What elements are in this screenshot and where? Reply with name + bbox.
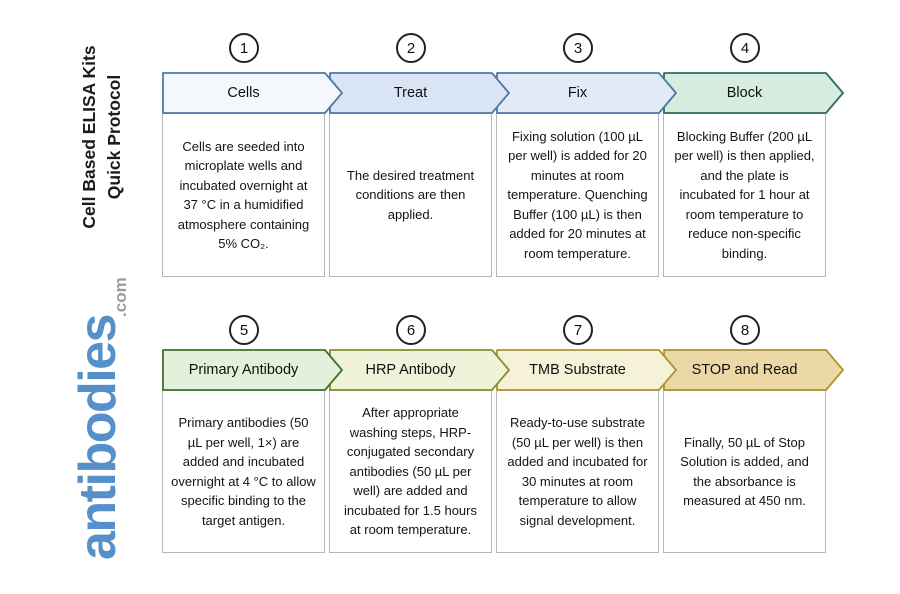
logo-suffix: .com: [111, 277, 130, 317]
step-5-label: Primary Antibody: [188, 362, 299, 378]
step-4-description: Blocking Buffer (200 µL per well) is the…: [674, 128, 815, 261]
step-7-description: Ready-to-use substrate (50 µL per well) …: [507, 415, 648, 528]
step-7-label: TMB Substrate: [529, 362, 626, 378]
step-6-description: After appropriate washing steps, HRP-con…: [344, 405, 477, 538]
step-4-label: Block: [726, 85, 763, 101]
step-5-number-badge: 5: [229, 315, 259, 345]
step-4-number-badge: 4: [730, 33, 760, 63]
step-2-arrow: Treat: [329, 72, 511, 114]
step-2-label: Treat: [393, 85, 428, 101]
step-1-description: Cells are seeded into microplate wells a…: [177, 138, 310, 252]
step-6-description-box: After appropriate washing steps, HRP-con…: [329, 390, 492, 553]
arrow-shape: [162, 349, 343, 391]
step-4-arrow: Block: [663, 72, 845, 114]
step-8-number-badge: 8: [730, 315, 760, 345]
step-2-description: The desired treatment conditions are the…: [346, 167, 475, 222]
step-2-number-badge: 2: [396, 33, 426, 63]
page-title-line1: Cell Based ELISA Kits: [79, 45, 99, 229]
step-5-description: Primary antibodies (50 µL per well, 1×) …: [171, 415, 316, 528]
chevron-arrow-icon: [162, 349, 343, 391]
step-1-number-badge: 1: [229, 33, 259, 63]
step-3-number-badge: 3: [563, 33, 593, 63]
chevron-arrow-icon: [162, 72, 343, 114]
step-7-number-badge: 7: [563, 315, 593, 345]
step-1-arrow: Cells: [162, 72, 344, 114]
antibodies-logo: antibodies.com: [68, 275, 130, 560]
step-1-label: Cells: [227, 85, 260, 101]
step-5-arrow: Primary Antibody: [162, 349, 344, 391]
step-1-description-box: Cells are seeded into microplate wells a…: [162, 113, 325, 277]
step-8-arrow: STOP and Read: [663, 349, 845, 391]
page-title-line2: Quick Protocol: [103, 74, 124, 200]
page-title: Cell Based ELISA Kits Quick Protocol: [77, 41, 126, 233]
step-8-description: Finally, 50 µL of Stop Solution is added…: [680, 434, 809, 509]
step-5-description-box: Primary antibodies (50 µL per well, 1×) …: [162, 390, 325, 553]
step-7-arrow: TMB Substrate: [496, 349, 678, 391]
step-7-description-box: Ready-to-use substrate (50 µL per well) …: [496, 390, 659, 553]
step-8-label: STOP and Read: [691, 362, 798, 378]
step-3-description: Fixing solution (100 µL per well) is add…: [507, 128, 648, 261]
step-2-description-box: The desired treatment conditions are the…: [329, 113, 492, 277]
step-3-arrow: Fix: [496, 72, 678, 114]
logo-text: antibodies: [69, 314, 127, 560]
step-6-label: HRP Antibody: [365, 362, 456, 378]
step-6-arrow: HRP Antibody: [329, 349, 511, 391]
step-6-number-badge: 6: [396, 315, 426, 345]
step-3-description-box: Fixing solution (100 µL per well) is add…: [496, 113, 659, 277]
step-4-description-box: Blocking Buffer (200 µL per well) is the…: [663, 113, 826, 277]
step-8-description-box: Finally, 50 µL of Stop Solution is added…: [663, 390, 826, 553]
arrow-shape: [162, 72, 343, 114]
step-3-label: Fix: [567, 85, 588, 101]
